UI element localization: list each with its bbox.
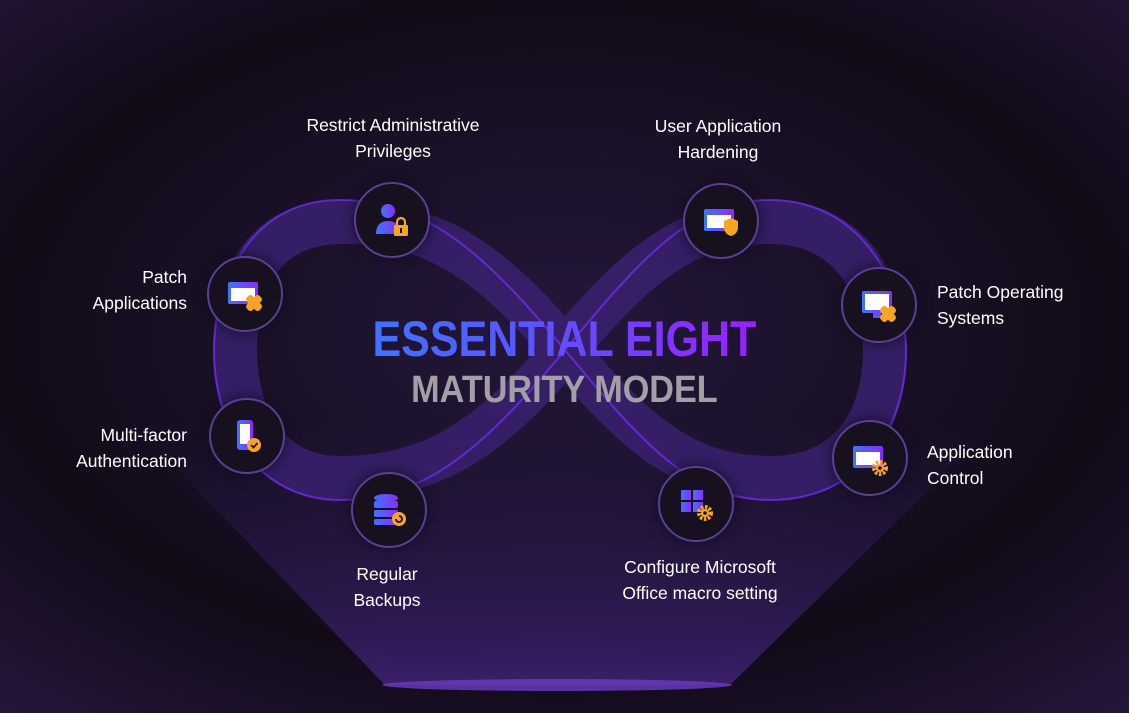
phone-check-icon (237, 420, 261, 452)
user-lock-icon (376, 204, 408, 236)
node-mfa[interactable] (209, 398, 285, 474)
title-line2: MATURITY MODEL (411, 369, 718, 411)
label-mfa: Multi-factor Authentication (76, 425, 187, 471)
window-gear-icon (853, 446, 888, 476)
window-patch-icon (228, 282, 262, 311)
node-regular-backups[interactable] (351, 472, 427, 548)
node-patch-os[interactable] (841, 267, 917, 343)
window-shield-icon (704, 209, 738, 236)
node-configure-office-macro[interactable] (658, 466, 734, 542)
title-line1-wrap: ESSENTIAL EIGHT (79, 310, 1050, 368)
label-user-app-hardening: User Application Hardening (654, 116, 782, 162)
title-line1: ESSENTIAL EIGHT (372, 311, 757, 367)
node-user-app-hardening[interactable] (683, 183, 759, 259)
node-patch-applications[interactable] (207, 256, 283, 332)
label-restrict-admin: Restrict Administrative Privileges (306, 115, 480, 161)
node-restrict-admin[interactable] (354, 182, 430, 258)
label-patch-os: Patch Operating Systems (937, 282, 1064, 328)
label-regular-backups: Regular Backups (353, 564, 421, 610)
node-application-control[interactable] (832, 420, 908, 496)
database-restore-icon (374, 494, 406, 526)
windows-gear-icon (681, 490, 713, 521)
label-application-control: Application Control (927, 442, 1013, 488)
beam-base (382, 679, 732, 691)
label-patch-applications: Patch Applications (92, 267, 187, 313)
monitor-patch-icon (862, 291, 896, 322)
label-configure-office-macro: Configure Microsoft Office macro setting (622, 557, 778, 603)
